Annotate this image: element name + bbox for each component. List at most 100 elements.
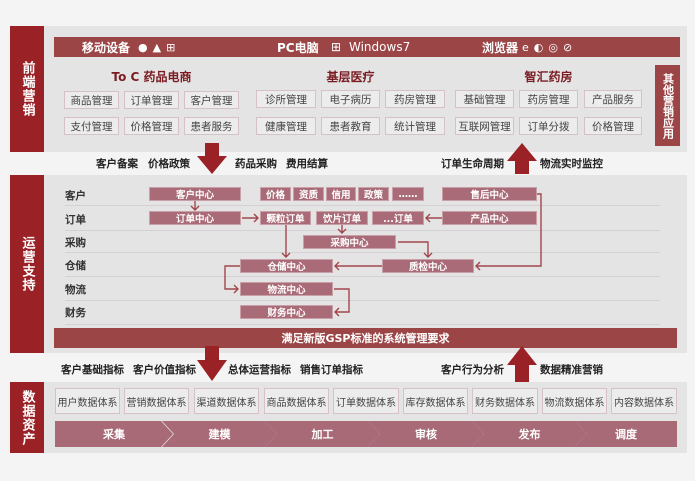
module-box[interactable]: 基础管理 (455, 90, 514, 108)
module-box[interactable]: 诊所管理 (256, 90, 316, 108)
divider (65, 252, 660, 253)
row-label: 订单 (65, 214, 86, 226)
data-system-box[interactable]: 库存数据体系 (403, 388, 468, 414)
module-box[interactable]: 产品服务 (584, 90, 642, 108)
module-box[interactable]: 统计管理 (385, 117, 445, 135)
data-system-box[interactable]: 营销数据体系 (124, 388, 189, 414)
down-arrow-icon (197, 143, 227, 174)
row-label: 物流 (65, 284, 86, 296)
row-label: 客户 (65, 190, 86, 202)
pc-label: PC电脑 (277, 40, 319, 55)
module-box[interactable]: 价格管理 (584, 117, 642, 135)
node-more[interactable]: …… (392, 187, 424, 201)
flow-label: 销售订单指标 (300, 364, 363, 376)
flow-label: 费用结算 (286, 158, 328, 170)
node-logistics-center[interactable]: 物流中心 (240, 282, 333, 296)
module-box[interactable]: 药房管理 (519, 90, 578, 108)
flow-label: 数据精准营销 (540, 364, 603, 376)
flow-label: 药品采购 (235, 158, 277, 170)
android-icon: ▲ (152, 40, 162, 54)
divider (65, 276, 660, 277)
node-policy[interactable]: 政策 (358, 187, 389, 201)
data-system-box[interactable]: 物流数据体系 (542, 388, 607, 414)
divider (65, 324, 660, 325)
gsp-banner: 满足新版GSP标准的系统管理要求 (54, 328, 677, 348)
pipeline-step: 建模 (162, 421, 277, 447)
row-label: 采购 (65, 237, 86, 249)
module-box[interactable]: 支付管理 (64, 117, 119, 135)
node-granule-order[interactable]: 颗粒订单 (260, 211, 311, 225)
section-label-front: 前端营销 (10, 26, 44, 152)
flow-label: 客户行为分析 (441, 364, 504, 376)
firefox-icon: ◐ (533, 40, 544, 54)
module-box[interactable]: 互联网管理 (455, 117, 514, 135)
windows-version: Windows7 (349, 40, 411, 54)
module-box[interactable]: 电子病历 (321, 90, 380, 108)
node-product-center[interactable]: 产品中心 (442, 211, 537, 225)
browser-label: 浏览器 (482, 40, 519, 55)
flow-label: 订单生命周期 (441, 158, 504, 170)
flow-label: 总体运营指标 (228, 364, 291, 376)
pipeline-step: 加工 (265, 421, 380, 447)
flow-label: 物流实时监控 (540, 158, 603, 170)
node-customer-center[interactable]: 客户中心 (149, 187, 241, 201)
data-system-box[interactable]: 财务数据体系 (472, 388, 538, 414)
divider (65, 205, 660, 206)
group-title-clinic: 基层医疗 (326, 70, 375, 84)
node-credit[interactable]: 信用 (326, 187, 356, 201)
node-aftersale-center[interactable]: 售后中心 (442, 187, 537, 201)
chrome-icon: ◎ (548, 40, 558, 54)
module-box[interactable]: 客户管理 (184, 91, 239, 109)
row-label: 财务 (65, 307, 86, 319)
node-purchase-center[interactable]: 采购中心 (303, 235, 396, 249)
group-title-ecommerce: To C 药品电商 (111, 70, 192, 84)
group-title-pharmacy: 智汇药房 (524, 70, 573, 84)
platform-bar: 移动设备 ●▲⊞ PC电脑 ⊞ Windows7 浏览器 e◐◎⊘ (54, 37, 680, 57)
node-price[interactable]: 价格 (260, 187, 291, 201)
node-qc-center[interactable]: 质检中心 (382, 259, 474, 273)
node-storage-center[interactable]: 仓储中心 (240, 259, 333, 273)
down-arrow-icon (197, 346, 227, 381)
row-label: 仓储 (65, 260, 86, 272)
divider (65, 230, 660, 231)
node-finance-center[interactable]: 财务中心 (240, 305, 333, 319)
section-label-ops: 运营支持 (10, 175, 44, 353)
pipeline-step: 发布 (472, 421, 587, 447)
module-box[interactable]: 患者服务 (184, 117, 239, 135)
mobile-label: 移动设备 (82, 40, 131, 55)
data-system-box[interactable]: 用户数据体系 (55, 388, 120, 414)
pipeline-step: 调度 (575, 421, 677, 447)
ie-icon: e (522, 40, 529, 54)
flow-label: 客户备案 (96, 158, 138, 170)
other-apps-bar: 其他营销应用 (655, 65, 680, 146)
pipeline-step: 审核 (368, 421, 484, 447)
windows-flag-icon: ⊞ (331, 40, 342, 54)
node-qualification[interactable]: 资质 (293, 187, 324, 201)
pipeline-step: 采集 (55, 421, 173, 447)
flow-label: 价格政策 (148, 158, 190, 170)
divider (65, 300, 660, 301)
module-box[interactable]: 商品管理 (64, 91, 119, 109)
flow-label: 客户价值指标 (133, 364, 196, 376)
flow-label: 客户基础指标 (61, 364, 124, 376)
module-box[interactable]: 健康管理 (256, 117, 316, 135)
data-system-box[interactable]: 订单数据体系 (333, 388, 399, 414)
module-box[interactable]: 订单管理 (124, 91, 179, 109)
module-box[interactable]: 订单分拨 (519, 117, 578, 135)
section-label-data: 数据资产 (10, 382, 44, 453)
data-system-box[interactable]: 渠道数据体系 (194, 388, 259, 414)
data-system-box[interactable]: 商品数据体系 (264, 388, 329, 414)
module-box[interactable]: 患者教育 (321, 117, 380, 135)
apple-icon: ● (138, 40, 148, 54)
node-other-order[interactable]: ...订单 (372, 211, 424, 225)
node-order-center[interactable]: 订单中心 (149, 211, 241, 225)
module-box[interactable]: 价格管理 (124, 117, 179, 135)
node-slice-order[interactable]: 饮片订单 (316, 211, 368, 225)
data-system-box[interactable]: 内容数据体系 (611, 388, 677, 414)
module-box[interactable]: 药房管理 (385, 90, 445, 108)
windows-icon: ⊞ (166, 40, 176, 54)
ops-panel (44, 175, 687, 353)
